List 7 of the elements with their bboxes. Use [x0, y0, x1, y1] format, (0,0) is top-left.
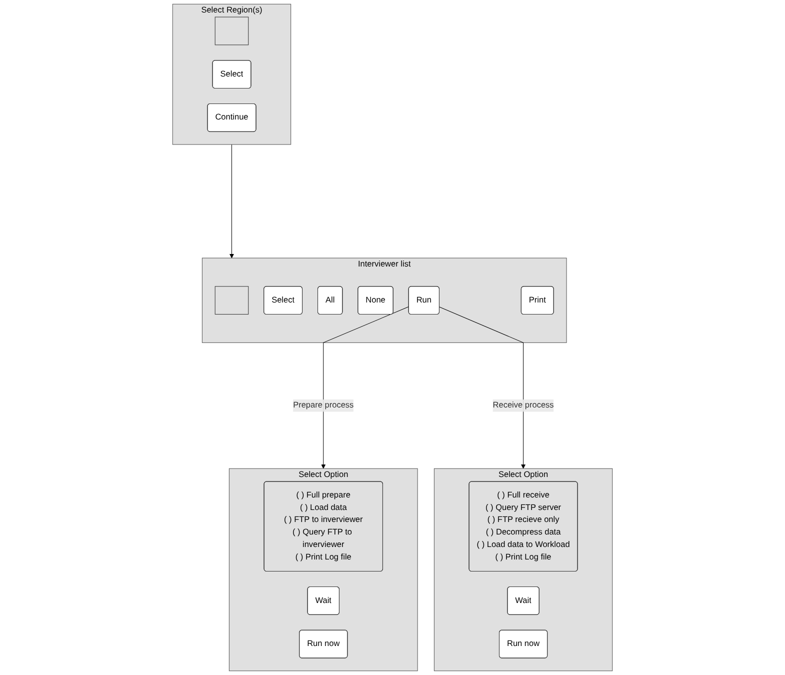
node-box — [214, 286, 249, 315]
arrow — [321, 306, 409, 469]
arrow — [438, 306, 526, 469]
edge-label: Receive process — [492, 400, 554, 410]
node-box — [214, 16, 249, 46]
arrow — [229, 144, 234, 258]
edge-label: Prepare process — [293, 400, 354, 410]
